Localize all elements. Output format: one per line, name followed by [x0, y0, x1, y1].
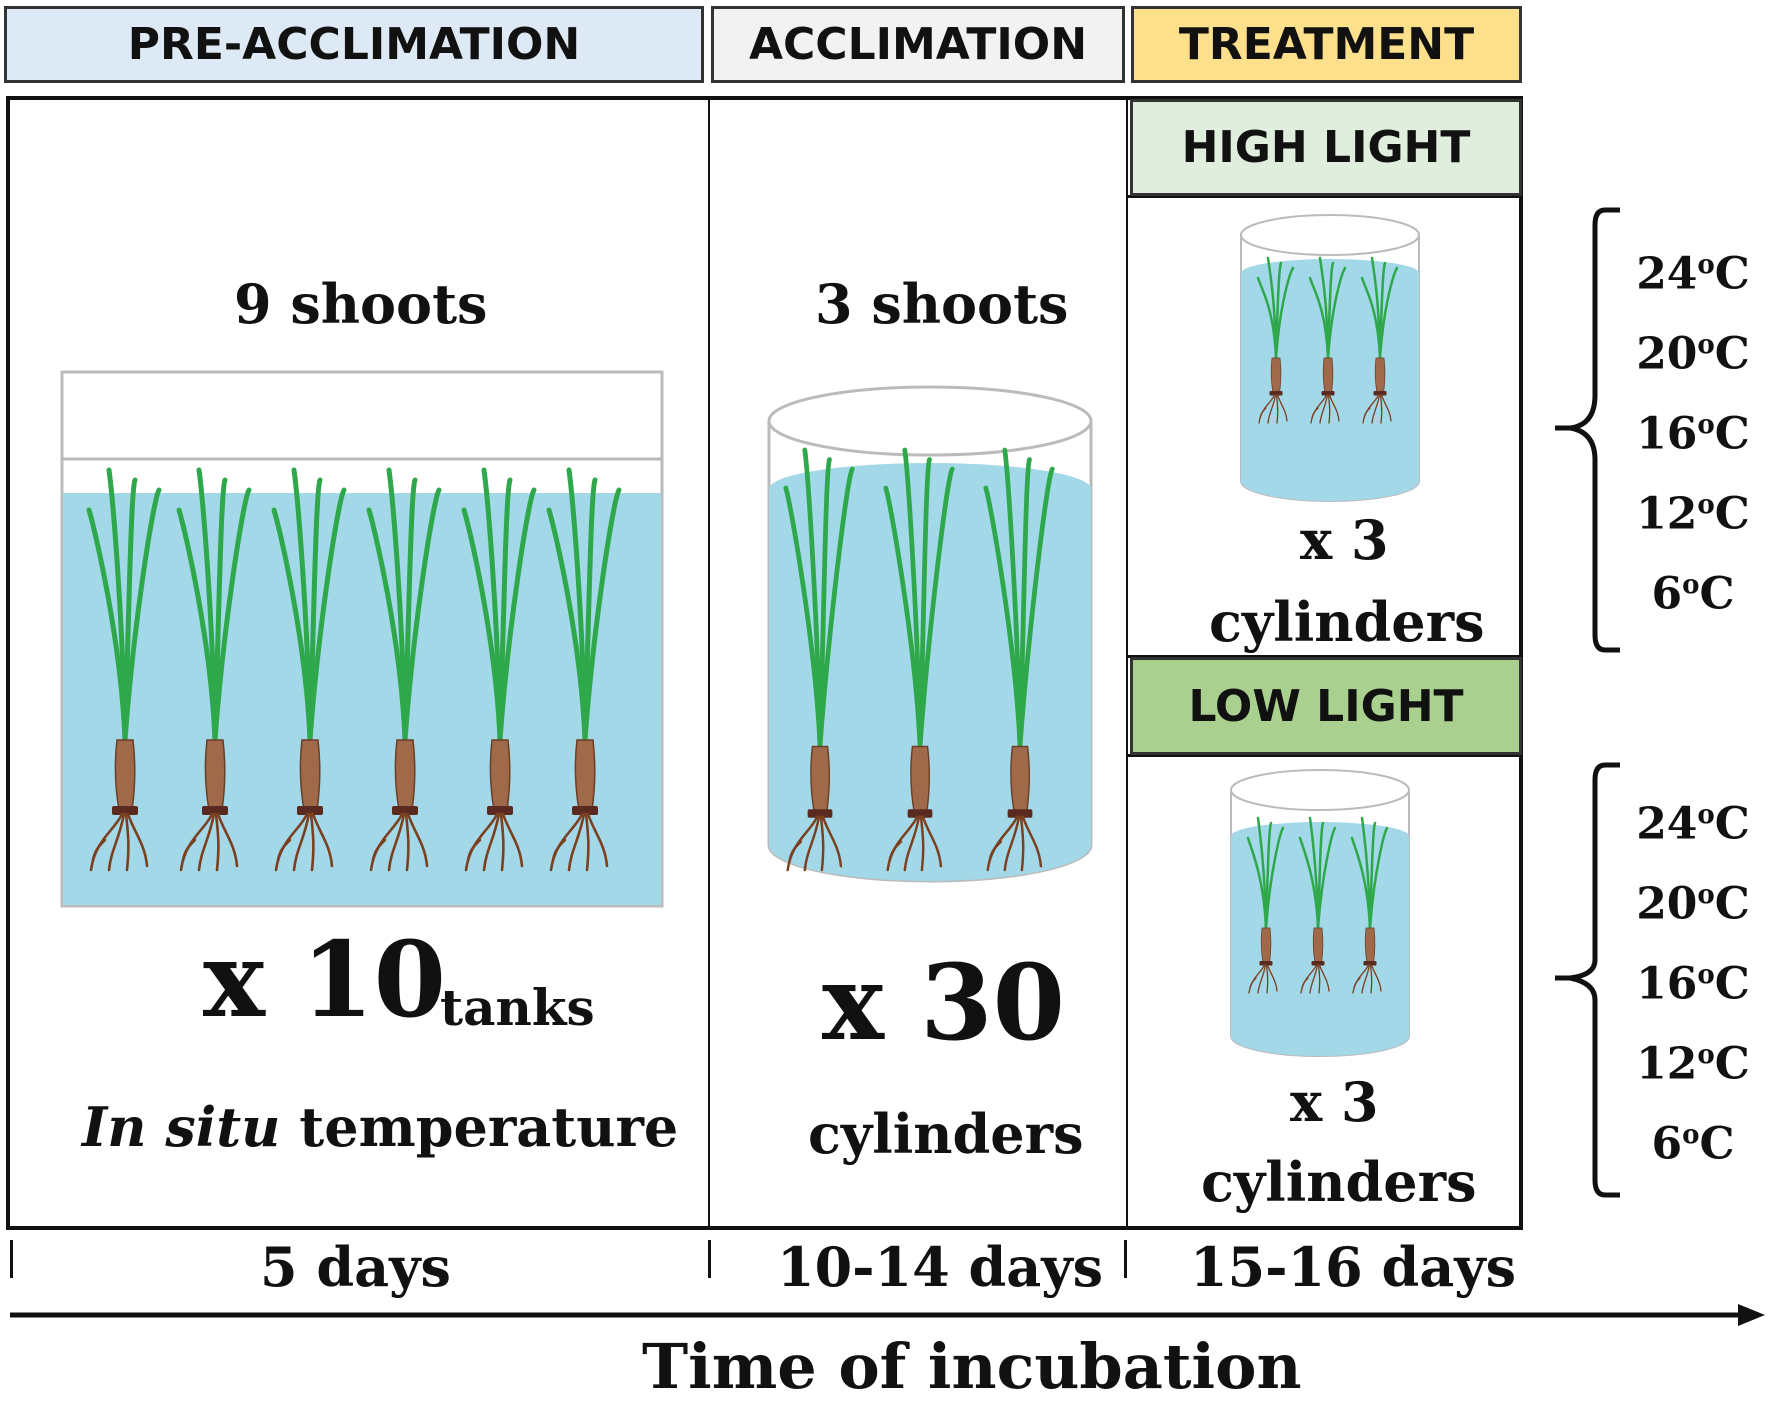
low-light-header: LOW LIGHT: [1130, 657, 1522, 755]
temp-item: 24oC: [1636, 248, 1750, 300]
treatment-mid-divider-2: [1128, 754, 1521, 757]
acc-unit-label: cylinders: [808, 1102, 1084, 1166]
timeline-tick-start: [10, 1240, 13, 1278]
temperature-word: temperature: [299, 1095, 679, 1159]
acc-shoots-label: 3 shoots: [815, 272, 1069, 336]
brace-low: [1555, 762, 1620, 1198]
timeline-tick-2: [1124, 1240, 1127, 1278]
duration-treatment: 15-16 days: [1190, 1235, 1517, 1299]
high-unit-label: cylinders: [1209, 590, 1485, 654]
seagrass-shoot: [1350, 816, 1389, 994]
tank-illustration: [60, 370, 664, 908]
high-light-cylinder: [1240, 214, 1420, 502]
low-count-label: x 3: [1290, 1070, 1379, 1134]
temp-list-high: 24oC 20oC 16oC 12oC 6oC: [1618, 225, 1768, 625]
seagrass-shoot: [1308, 256, 1347, 424]
temp-list-low: 24oC 20oC 16oC 12oC 6oC: [1618, 775, 1768, 1175]
temp-item: 16oC: [1636, 408, 1750, 460]
seagrass-shoot: [176, 467, 252, 872]
pre-count-label: x 10: [203, 918, 446, 1041]
seagrass-shoot: [366, 467, 442, 872]
phase-header-treatment: TREATMENT: [1131, 6, 1522, 83]
pre-unit-label: tanks: [440, 978, 595, 1037]
axis-label: Time of incubation: [642, 1330, 1302, 1403]
temp-item: 12oC: [1636, 488, 1750, 540]
phase-header-pre-acclimation: PRE-ACCLIMATION: [4, 6, 704, 83]
brace-high: [1555, 207, 1620, 653]
seagrass-shoot: [783, 447, 855, 872]
treatment-top-divider: [1128, 195, 1521, 198]
seagrass-shoot: [86, 467, 162, 872]
seagrass-shoot: [271, 467, 347, 872]
temp-item: 12oC: [1636, 1038, 1750, 1090]
pre-shoots-label: 9 shoots: [234, 272, 488, 336]
low-unit-label: cylinders: [1201, 1150, 1477, 1214]
seagrass-shoot: [1256, 256, 1295, 424]
divider-2: [1126, 98, 1128, 1228]
divider-1: [708, 98, 710, 1228]
pre-temperature-label: In situ temperature: [82, 1095, 678, 1159]
seagrass-shoot: [546, 467, 622, 872]
low-light-cylinder: [1230, 769, 1410, 1057]
duration-acc: 10-14 days: [777, 1235, 1104, 1299]
temp-item: 24oC: [1636, 798, 1750, 850]
seagrass-shoot: [1246, 816, 1285, 994]
duration-pre: 5 days: [260, 1235, 451, 1299]
in-situ-label: In situ: [82, 1095, 281, 1159]
phase-header-acclimation: ACCLIMATION: [711, 6, 1125, 83]
tank-water: [63, 493, 661, 905]
temp-item: 20oC: [1636, 328, 1750, 380]
seagrass-shoot: [883, 447, 955, 872]
high-light-header: HIGH LIGHT: [1130, 99, 1522, 196]
temp-item: 6oC: [1651, 1118, 1735, 1170]
temp-item: 20oC: [1636, 878, 1750, 930]
high-count-label: x 3: [1300, 508, 1389, 572]
timeline-tick-1: [708, 1240, 711, 1278]
acc-count-label: x 30: [822, 941, 1065, 1064]
seagrass-shoot: [1360, 256, 1399, 424]
timeline-arrow: [10, 1304, 1765, 1326]
seagrass-shoot: [1298, 816, 1337, 994]
treatment-mid-divider: [1128, 655, 1521, 658]
temp-item: 16oC: [1636, 958, 1750, 1010]
acclimation-cylinder: [767, 385, 1093, 883]
temp-item: 6oC: [1651, 568, 1735, 620]
seagrass-shoot: [461, 467, 537, 872]
seagrass-shoot: [983, 447, 1055, 872]
